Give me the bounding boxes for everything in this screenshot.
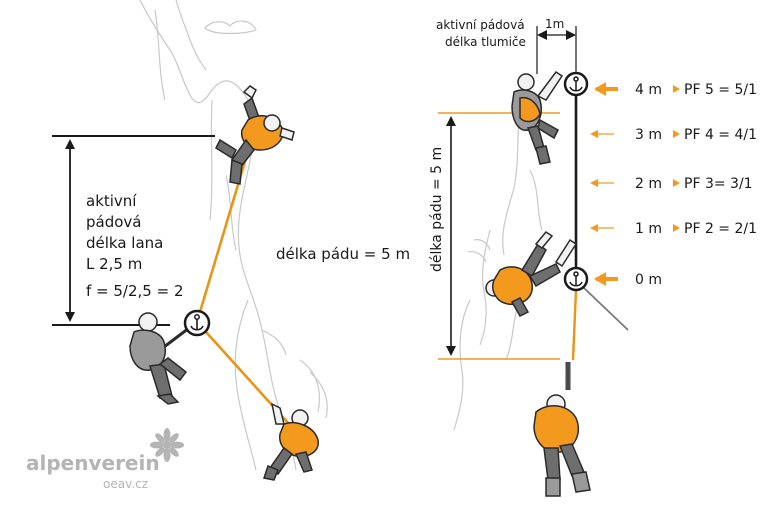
left-label-line-4: L 2,5 m [86, 255, 142, 273]
left-label-line-1: aktivní [86, 192, 137, 210]
level-2m: 2 m PF 3= 3/1 [590, 176, 753, 192]
climber-right-middle [485, 231, 578, 317]
level-2m-pf: PF 3= 3/1 [684, 176, 753, 192]
level-4m: 4 m PF 5 = 5/1 [594, 82, 757, 98]
level-0m-height: 0 m [635, 272, 662, 288]
lower-rope [571, 289, 578, 361]
right-fall-length: délka pádu = 5 m [429, 147, 445, 272]
left-label-line-3: délka lana [86, 234, 163, 252]
level-3m-pf: PF 4 = 4/1 [684, 127, 757, 143]
level-4m-pf: PF 5 = 5/1 [684, 82, 757, 98]
level-3m: 3 m PF 4 = 4/1 [590, 127, 757, 143]
absorber-label-line-2: délka tlumiče [445, 35, 526, 49]
logo-name: alpenverein [26, 451, 160, 475]
climber-left-top [215, 85, 295, 185]
level-1m-height: 1 m [635, 221, 662, 237]
absorber-dimension [536, 26, 577, 74]
climber-left-middle [129, 312, 188, 405]
absorber-label-line-1: aktivní pádová [436, 18, 525, 32]
alpenverein-logo: alpenverein oeav.cz [26, 428, 184, 491]
logo-site: oeav.cz [103, 477, 148, 491]
edelweiss-icon [150, 428, 184, 462]
left-fall-length: délka pádu = 5 m [276, 245, 410, 263]
level-1m: 1 m PF 2 = 2/1 [590, 221, 757, 237]
rock-right [453, 109, 543, 431]
left-label-line-2: pádová [86, 213, 141, 231]
anchor-bottom-right-icon [563, 266, 589, 292]
anchor-top-right-icon [563, 71, 589, 97]
level-3m-height: 3 m [635, 127, 662, 143]
absorber-width: 1m [545, 17, 564, 31]
left-formula: f = 5/2,5 = 2 [86, 282, 184, 300]
level-1m-pf: PF 2 = 2/1 [684, 221, 757, 237]
rope-tail [583, 287, 629, 331]
climber-right-top [511, 70, 564, 165]
climber-left-bottom [263, 402, 319, 481]
level-0m: 0 m [594, 272, 662, 288]
climber-right-bottom [533, 362, 591, 497]
level-4m-height: 4 m [635, 82, 662, 98]
level-2m-height: 2 m [635, 176, 662, 192]
anchor-left-icon [183, 309, 211, 337]
cloud-doodle [204, 20, 257, 35]
